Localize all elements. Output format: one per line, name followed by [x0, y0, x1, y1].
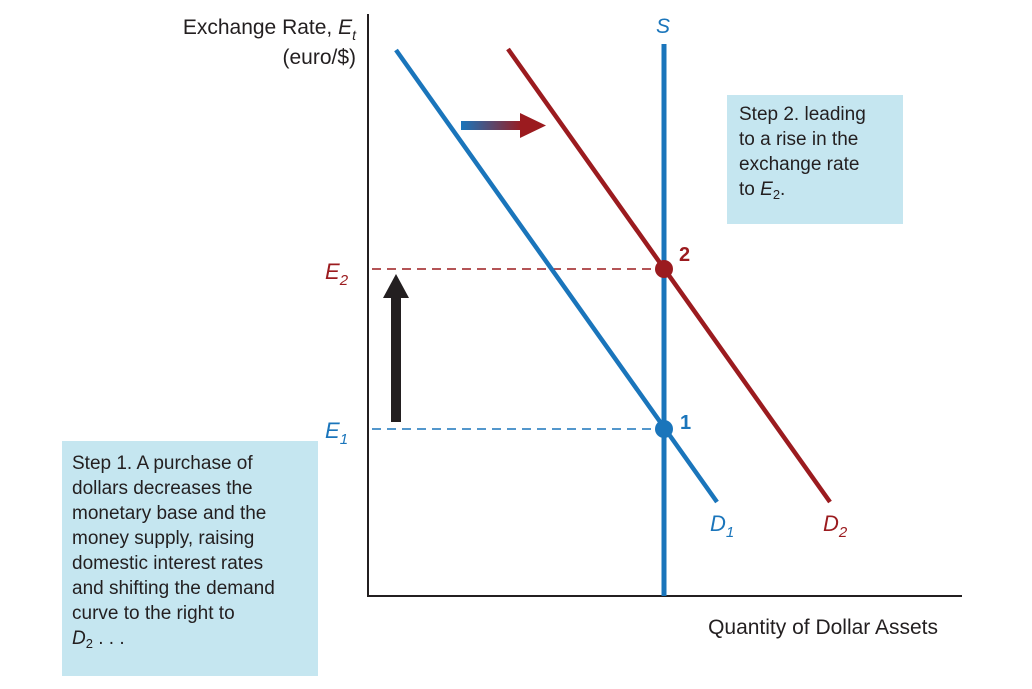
step2-e2-sub: 2	[772, 187, 781, 202]
exchange-rate-rise-arrow	[383, 274, 409, 422]
step2-last-line: to E2.	[739, 177, 903, 203]
d2-label: D2	[823, 511, 848, 541]
step2-line: to a rise in the	[739, 129, 859, 150]
step2-e2-var: E	[760, 179, 773, 200]
equilibrium-point-2	[655, 260, 673, 278]
y-axis-units: (euro/$)	[282, 46, 356, 69]
equilibrium-point-1	[655, 420, 673, 438]
demand-shift-arrow	[461, 113, 546, 138]
step1-line: and shifting the demand	[72, 578, 275, 599]
x-axis-label: Quantity of Dollar Assets	[708, 616, 938, 639]
step1-line: domestic interest rates	[72, 553, 264, 574]
step1-last-line: D2 . . .	[72, 626, 318, 652]
step1-line: dollars decreases the	[72, 478, 253, 499]
step1-ellipsis: . . .	[92, 628, 125, 649]
step2-period: .	[780, 179, 786, 200]
step1-d2-sub: 2	[85, 636, 93, 651]
y-axis-label: Exchange Rate, Et	[183, 16, 357, 43]
point-1-label: 1	[680, 412, 691, 434]
step2-prefix: to	[739, 179, 761, 200]
step2-callout: Step 2. leading to a rise in the exchang…	[727, 95, 903, 224]
step1-line: monetary base and the	[72, 503, 267, 524]
point-2-label: 2	[679, 244, 690, 266]
e1-label: E1	[325, 418, 348, 448]
step1-line: money supply, raising	[72, 528, 255, 549]
step1-callout: Step 1. A purchase of dollars decreases …	[62, 441, 318, 676]
supply-label: S	[656, 15, 670, 38]
e2-label: E2	[325, 259, 349, 289]
step1-line: curve to the right to	[72, 603, 235, 624]
d1-label: D1	[710, 511, 734, 541]
step1-d2-var: D	[72, 628, 86, 649]
step1-line: Step 1. A purchase of	[72, 453, 253, 474]
step2-line: exchange rate	[739, 154, 860, 175]
step2-line: Step 2. leading	[739, 104, 866, 125]
